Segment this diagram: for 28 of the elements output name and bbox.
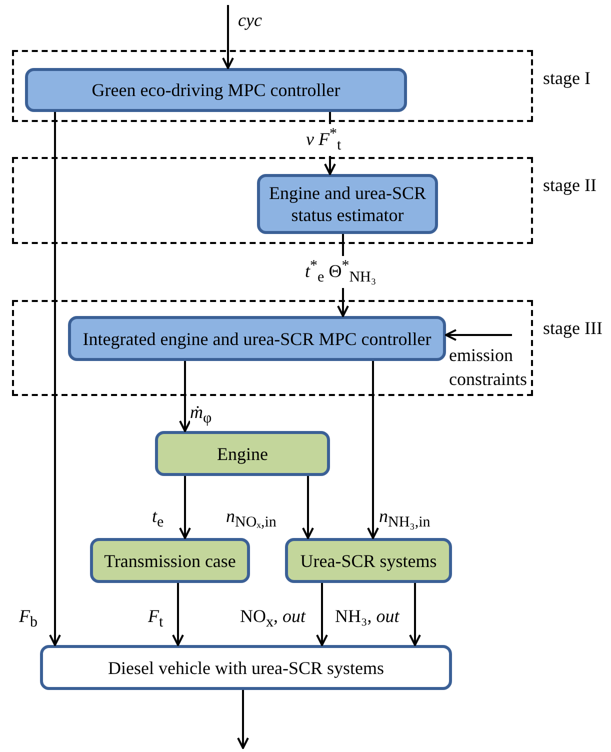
node-label: Integrated engine and urea-SCR MPC controller: [82, 328, 432, 350]
controller-box: [25, 68, 407, 112]
arrow: [302, 476, 314, 539]
node-label: Diesel vehicle with urea-SCR systems: [107, 656, 385, 678]
process-box: [90, 538, 250, 583]
stage-label: stage III: [543, 318, 602, 339]
arrow: [172, 583, 184, 646]
arrow: [367, 361, 379, 539]
node-label: Engine: [216, 442, 269, 464]
process-box: [40, 645, 452, 690]
process-box: [285, 538, 452, 583]
arrow: [222, 5, 234, 69]
controller-box: [257, 174, 438, 234]
arrow: [237, 690, 249, 749]
node-label: Urea-SCR systems: [299, 550, 438, 572]
arrow: [409, 583, 421, 646]
stage-label: stage II: [543, 175, 596, 196]
arrow: [445, 329, 512, 341]
arrow: [49, 112, 61, 646]
arrow: [179, 361, 191, 432]
node-label: Engine and urea-SCR status estimator: [268, 182, 427, 226]
arrow: [179, 476, 191, 539]
controller-box: [68, 316, 446, 361]
process-box: [155, 431, 330, 476]
node-label: Transmission case: [103, 550, 237, 572]
stage-label: stage I: [543, 68, 590, 89]
arrow: [316, 583, 328, 646]
node-label: Green eco-driving MPC controller: [90, 79, 342, 101]
